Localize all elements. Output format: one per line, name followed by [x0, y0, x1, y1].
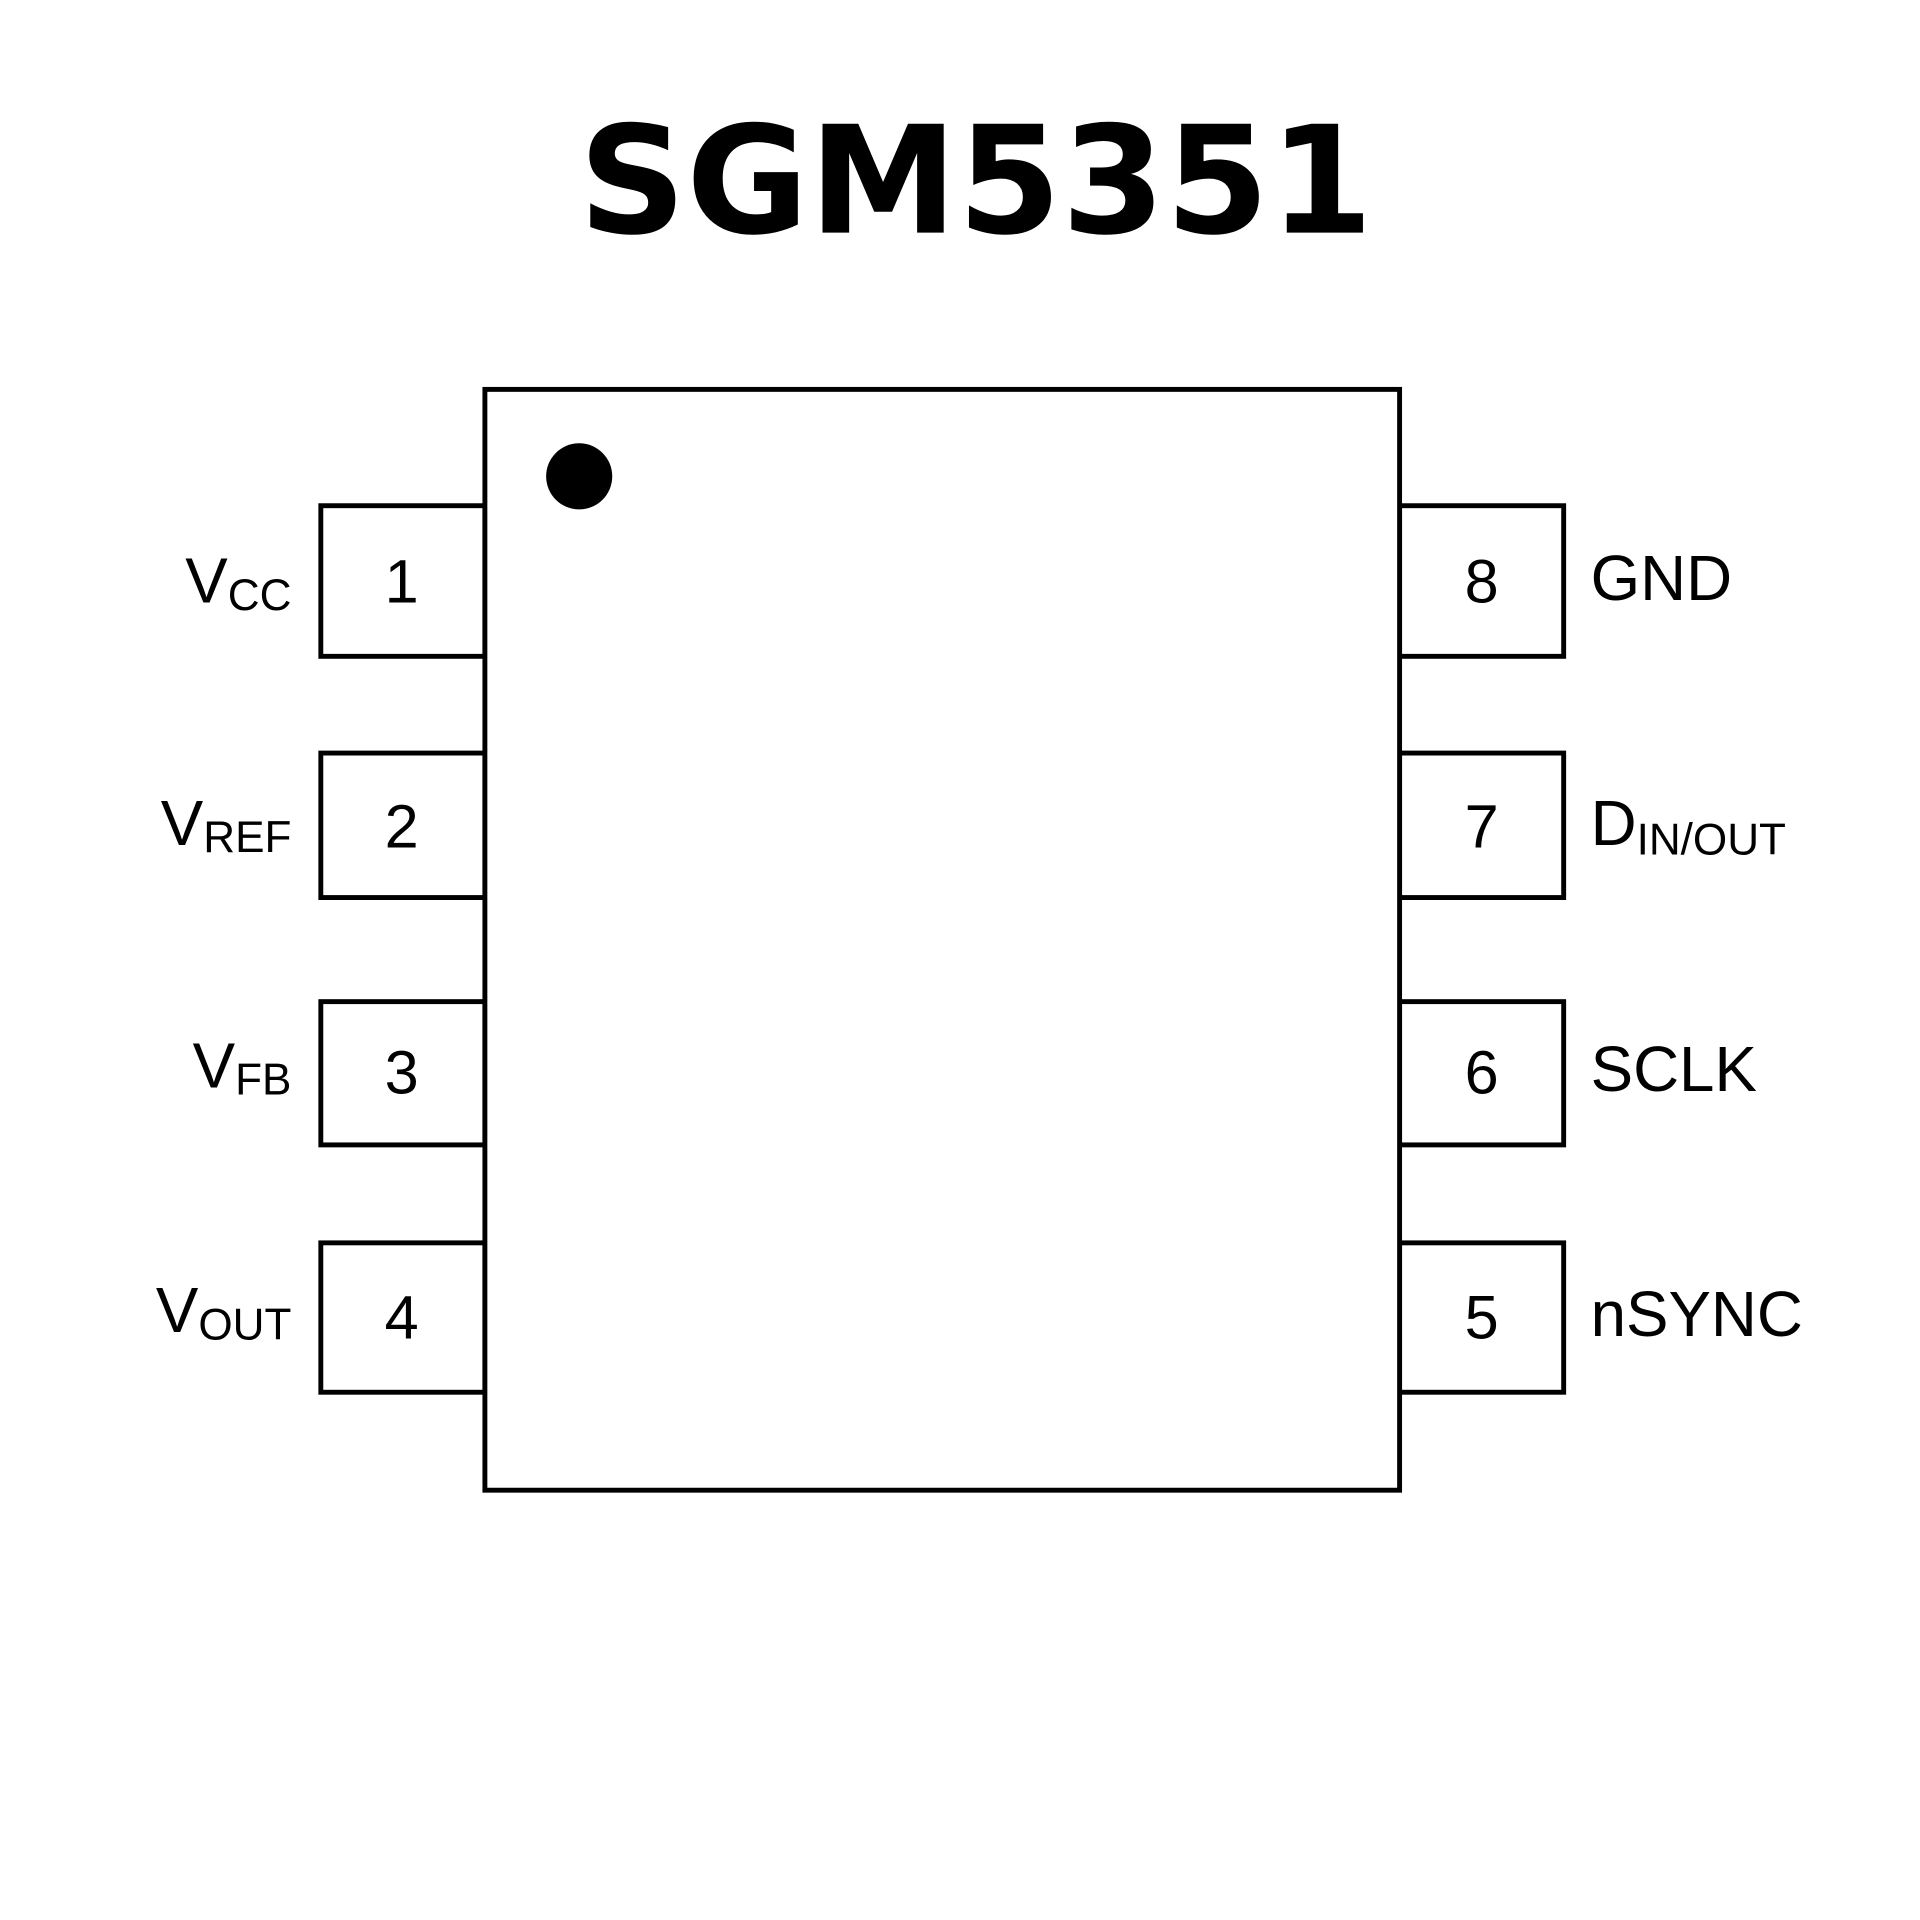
- left-pin-1: 1 VCC: [185, 503, 488, 659]
- pin-label: DIN/OUT: [1591, 788, 1786, 865]
- pin1-indicator-dot: [546, 443, 613, 510]
- right-pin-6: 6 SCLK: [1397, 999, 1757, 1148]
- pin-label: GND: [1591, 543, 1732, 614]
- left-pin-4: 4 VOUT: [156, 1240, 488, 1395]
- chip-title: SGM5351: [579, 95, 1374, 269]
- pin-number: 1: [385, 547, 419, 615]
- right-pin-7: 7 DIN/OUT: [1397, 750, 1786, 900]
- pin-number: 2: [385, 792, 419, 860]
- pin-label: VFB: [193, 1030, 292, 1104]
- pin-number: 6: [1465, 1038, 1499, 1106]
- pin-label: SCLK: [1591, 1034, 1757, 1105]
- left-pin-3: 3 VFB: [193, 999, 488, 1148]
- pin-number: 7: [1465, 792, 1499, 860]
- pin-number: 8: [1465, 547, 1499, 615]
- right-pin-5: 5 nSYNC: [1397, 1240, 1803, 1395]
- pin-label: VCC: [185, 545, 291, 619]
- pin-label: VREF: [161, 788, 292, 862]
- pin-label: nSYNC: [1591, 1279, 1803, 1350]
- left-pin-2: 2 VREF: [161, 750, 488, 900]
- pin-number: 5: [1465, 1283, 1499, 1351]
- pin-label: VOUT: [156, 1275, 292, 1349]
- pin-number: 3: [385, 1038, 419, 1106]
- right-pin-8: 8 GND: [1397, 503, 1732, 659]
- chip-body: [482, 386, 1403, 1493]
- pin-number: 4: [385, 1283, 419, 1351]
